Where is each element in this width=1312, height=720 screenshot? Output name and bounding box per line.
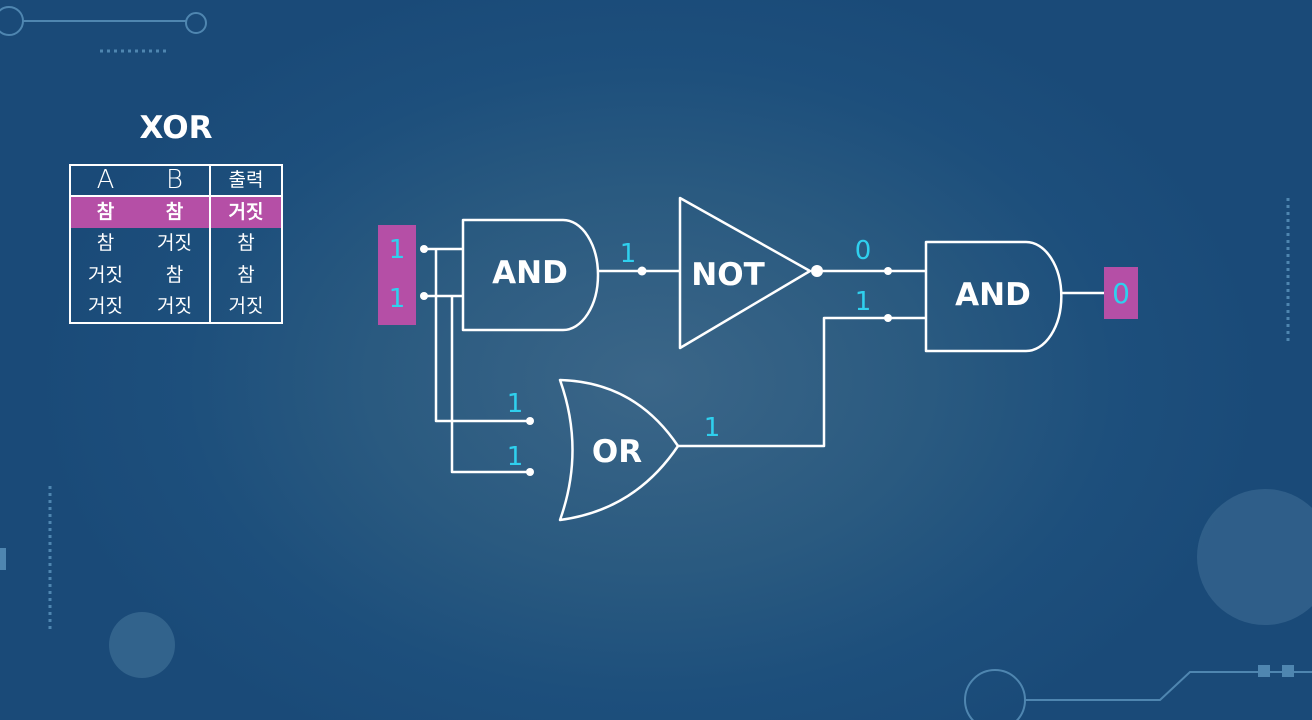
or-gate: [558, 378, 680, 522]
wires: [424, 247, 1104, 474]
decor-disc-right: [1197, 489, 1312, 625]
table-cell: 거짓: [88, 294, 123, 317]
not-gate: [678, 196, 812, 350]
table-cell-output: 참: [209, 259, 282, 291]
and1-out-value: 1: [620, 239, 637, 269]
table-cell-output: 거짓: [209, 196, 282, 229]
or-gate-label: OR: [592, 434, 642, 470]
or-out-value: 1: [704, 413, 721, 443]
and-gate-2: [924, 240, 1063, 353]
table-cell: 참: [140, 196, 211, 229]
header-output: 출력: [209, 165, 282, 196]
input-b-value: 1: [389, 284, 406, 314]
header-a: A: [96, 165, 115, 195]
table-cell: 거짓: [157, 294, 192, 317]
decor-disc-bottom-left: [109, 612, 175, 678]
and-gate-1-label: AND: [492, 255, 568, 291]
input-a-value: 1: [389, 235, 406, 265]
table-row: 거짓 참 참: [70, 259, 282, 291]
truth-table-header-row: A B 출력: [70, 165, 282, 196]
not-gate-label: NOT: [691, 257, 764, 293]
table-cell: 참: [165, 263, 184, 286]
header-b: B: [166, 165, 184, 195]
not-out-value: 0: [855, 236, 872, 266]
or-in-a-value: 1: [507, 389, 524, 419]
table-cell-output: 거짓: [209, 290, 282, 323]
xor-truth-table: A B 출력 참 참 거짓 참 거짓 참 거짓 참 참 거짓 거짓 거짓: [69, 164, 283, 324]
junction-dots: [420, 245, 892, 476]
table-row-highlighted: 참 참 거짓: [70, 196, 282, 229]
output-box: [1104, 267, 1138, 319]
and2-in-b-value: 1: [855, 287, 872, 317]
table-row: 참 거짓 참: [70, 228, 282, 260]
table-cell: 거짓: [157, 232, 192, 255]
output-value: 0: [1112, 277, 1130, 310]
and-gate-2-label: AND: [955, 277, 1031, 313]
decor-circle-top: [185, 12, 207, 34]
or-in-b-value: 1: [507, 442, 524, 472]
table-cell: 참: [96, 232, 115, 255]
table-cell: 참: [70, 196, 141, 229]
and-gate-1: [461, 218, 600, 332]
input-box: [378, 225, 416, 325]
table-cell-output: 참: [209, 228, 282, 260]
table-row: 거짓 거짓 거짓: [70, 290, 282, 323]
truth-table-title: XOR: [139, 110, 213, 146]
table-cell: 거짓: [88, 263, 123, 286]
